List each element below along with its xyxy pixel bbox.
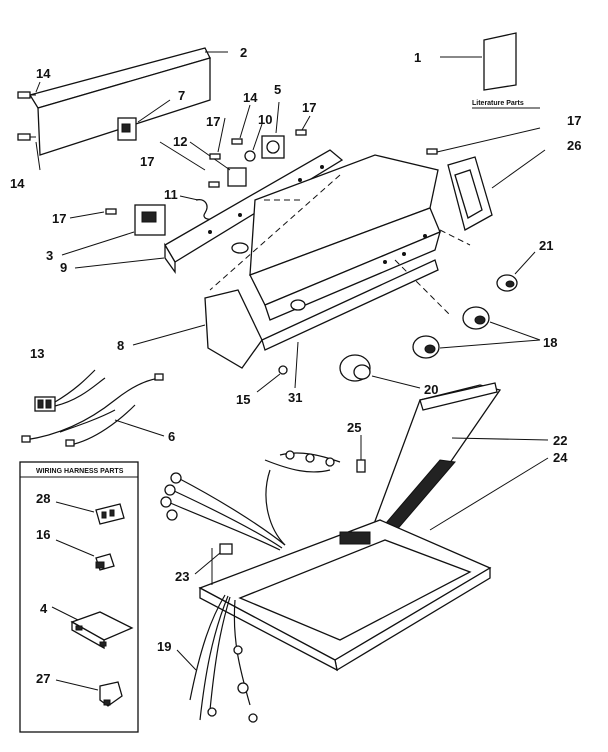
callout-17-c: 17 — [140, 154, 154, 169]
literature-parts-label: Literature Parts — [472, 100, 524, 107]
part-22-duct — [366, 382, 549, 541]
part-5-timer — [261, 101, 285, 159]
part-27-clip — [55, 679, 123, 707]
callout-23: 23 — [175, 569, 189, 584]
callout-13: 13 — [30, 346, 44, 361]
callout-22: 22 — [553, 433, 567, 448]
callout-14-top: 14 — [36, 66, 51, 81]
callout-3: 3 — [46, 248, 53, 263]
screw-14-lower — [17, 133, 36, 141]
wiring-harness-parts-box — [19, 461, 139, 733]
callout-17-a: 17 — [302, 100, 316, 115]
part-24-top-panel — [198, 457, 549, 672]
part-1-literature-booklet — [440, 32, 540, 109]
part-15-screw — [256, 365, 288, 393]
part-12-selector — [189, 141, 247, 187]
console-housing — [209, 154, 471, 321]
part-28-terminal-block — [55, 501, 125, 525]
part-4-connector-block — [51, 606, 134, 650]
part-7-switch — [117, 99, 171, 141]
part-18-knob-upper — [462, 306, 541, 341]
callout-27: 27 — [36, 671, 50, 686]
callout-14-middle: 14 — [243, 90, 258, 105]
part-8-end-bracket — [132, 289, 263, 369]
part-26-end-cap — [447, 149, 546, 231]
callout-2: 2 — [240, 45, 247, 60]
callout-14-bottom: 14 — [10, 176, 25, 191]
callout-19: 19 — [157, 639, 171, 654]
part-16-connector — [55, 539, 115, 571]
part-13-connector — [34, 369, 106, 412]
callout-18: 18 — [543, 335, 557, 350]
part-2-trim-strip — [28, 47, 228, 156]
upper-harness-wires — [160, 450, 341, 585]
callout-12: 12 — [173, 134, 187, 149]
part-31-panel-strip — [261, 259, 439, 389]
callout-6: 6 — [168, 429, 175, 444]
callout-17-b: 17 — [206, 114, 220, 129]
callout-11: 11 — [164, 187, 178, 202]
callout-24: 24 — [553, 450, 568, 465]
callout-4: 4 — [40, 601, 48, 616]
callout-5: 5 — [274, 82, 281, 97]
callout-21: 21 — [539, 238, 553, 253]
callout-8: 8 — [117, 338, 124, 353]
part-19-harness — [176, 594, 258, 723]
wiring-harness-header: WIRING HARNESS PARTS — [36, 468, 124, 475]
part-23-clip — [194, 543, 233, 575]
callout-1: 1 — [414, 50, 421, 65]
callout-16: 16 — [36, 527, 50, 542]
screw-14-mid — [231, 138, 243, 145]
screw-17-various — [105, 127, 541, 215]
callout-17-e: 17 — [567, 113, 581, 128]
callout-28: 28 — [36, 491, 50, 506]
callout-25: 25 — [347, 420, 361, 435]
callout-15: 15 — [236, 392, 250, 407]
callout-7: 7 — [178, 88, 185, 103]
callout-10: 10 — [258, 112, 272, 127]
screw-14-upper — [17, 91, 36, 99]
part-3-start-switch — [61, 204, 166, 256]
part-20-knob — [339, 354, 421, 389]
callout-17-d: 17 — [52, 211, 66, 226]
callout-31: 31 — [288, 390, 302, 405]
part-10-knob-insert — [244, 123, 263, 162]
callout-26: 26 — [567, 138, 581, 153]
part-25-screw — [356, 435, 366, 473]
callout-9: 9 — [60, 260, 67, 275]
part-18-knob-lower — [412, 335, 541, 359]
part-9-control-panel — [74, 149, 344, 275]
callout-20: 20 — [424, 382, 438, 397]
part-6-harness — [21, 373, 165, 447]
part-21-knob — [496, 251, 536, 292]
part-11-harness-lead — [179, 195, 221, 220]
